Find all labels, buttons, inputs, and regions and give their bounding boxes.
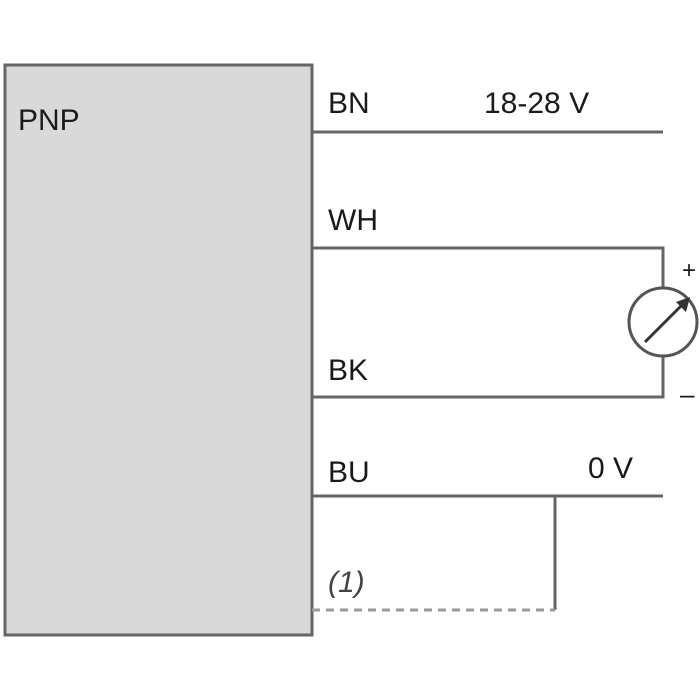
- wire-bn-voltage: 18-28 V: [484, 87, 589, 120]
- wire-bu-label: BU: [328, 456, 370, 489]
- wire-bk: [312, 352, 665, 399]
- sensor-body: [3, 63, 314, 637]
- meter-negative-symbol: –: [680, 379, 695, 409]
- wire-bu-voltage: 0 V: [588, 452, 633, 485]
- wire-shield-label: (1): [328, 566, 365, 599]
- analog-meter-icon: [627, 286, 699, 358]
- sensor-type-label: PNP: [18, 104, 80, 137]
- wire-wh-label: WH: [328, 204, 378, 237]
- wire-wh: [312, 246, 665, 293]
- wire-bk-label: BK: [328, 354, 368, 387]
- wire-bn-label: BN: [328, 87, 370, 120]
- meter-positive-symbol: +: [682, 257, 696, 284]
